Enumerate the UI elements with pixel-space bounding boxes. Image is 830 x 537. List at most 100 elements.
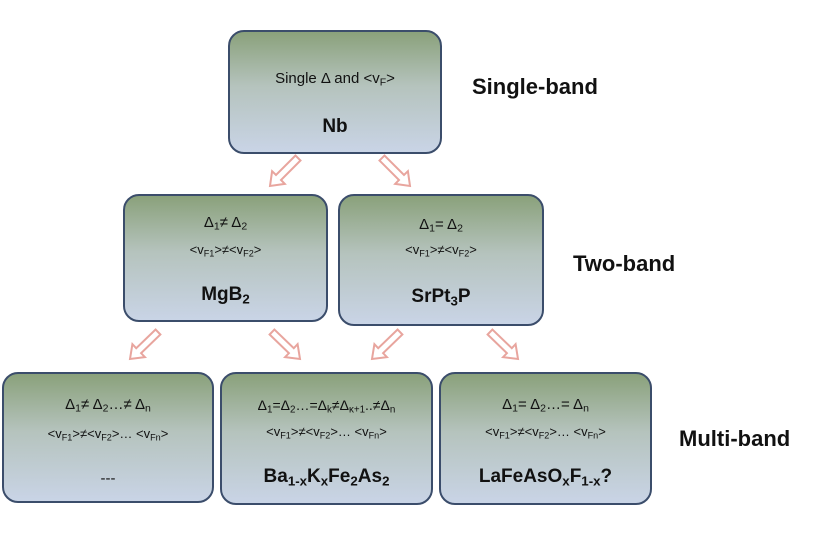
formula-text: …≠ Δ: [108, 396, 146, 413]
formula-text: >: [598, 424, 606, 439]
nb-gap-line: Single Δ and <vF>: [230, 70, 440, 89]
nb-gap-text-end: >: [386, 70, 395, 87]
formula-text: = Δ: [434, 216, 458, 233]
formula-text: >≠<v: [72, 426, 102, 441]
lafeaso-gap-line: Δ1= Δ2…= Δn: [441, 396, 650, 415]
formula-subscript: 3: [450, 293, 458, 309]
formula-subscript: n: [145, 402, 151, 415]
formula-subscript: 2: [457, 222, 463, 235]
formula-text: >: [379, 424, 387, 439]
formula-subscript: F1: [499, 430, 510, 441]
formula-subscript: F1: [61, 432, 73, 443]
formula-subscript: 2: [540, 402, 546, 415]
formula-text: MgB: [201, 284, 243, 305]
nb-gap-text: Single Δ and <v: [275, 70, 380, 87]
multi1-velocity-line: <vF1>≠<vF2>… <vFn>: [4, 426, 212, 443]
formula-text: …= Δ: [545, 396, 584, 413]
formula-text: ≠ Δ: [219, 214, 242, 231]
node-nb: Single Δ and <vF> Nb: [228, 30, 442, 154]
formula-text: ?: [600, 466, 613, 487]
formula-text: Δ: [419, 216, 430, 233]
arrow-nb-to-mgb2: [268, 154, 302, 188]
formula-text: ≠ Δ: [81, 396, 103, 413]
formula-subscript: 2: [241, 220, 248, 233]
formula-subscript: 1-x: [581, 473, 601, 489]
formula-subscript: n: [389, 404, 396, 416]
formula-text: ..≠Δ: [365, 397, 390, 413]
formula-subscript: 2: [382, 473, 390, 489]
formula-subscript: x: [320, 473, 329, 489]
formula-subscript: 1: [213, 220, 220, 233]
node-ba122: Δ1=Δ2…=Δk≠Δκ+1..≠Δn <vF1>≠<vF2>… <vFn> B…: [220, 372, 433, 505]
node-lafeaso: Δ1= Δ2…= Δn <vF1>≠<vF2>… <vFn> LaFeAsOxF…: [439, 372, 652, 505]
formula-subscript: Fn: [150, 432, 161, 443]
formula-text: >… <v: [111, 426, 151, 441]
formula-subscript: 1: [267, 404, 273, 416]
srpt3p-gap-line: Δ1= Δ2: [340, 216, 542, 235]
node-multi-unknown: Δ1≠ Δ2…≠ Δn <vF1>≠<vF2>… <vFn> ---: [2, 372, 214, 503]
formula-subscript: 1: [512, 402, 518, 415]
formula-text: As: [357, 466, 383, 487]
formula-text: >≠<v: [429, 242, 459, 257]
level-label-multi-band: Multi-band: [679, 426, 791, 451]
formula-text: Δ: [257, 397, 268, 413]
formula-subscript: 2: [350, 473, 358, 489]
formula-subscript: F2: [538, 430, 550, 441]
srpt3p-velocity-line: <vF1>≠<vF2>: [340, 242, 542, 259]
formula-subscript: F1: [280, 430, 291, 441]
formula-subscript: 1: [75, 402, 81, 415]
formula-text: Δ: [203, 214, 214, 231]
formula-subscript: F2: [101, 432, 112, 443]
formula-text: P: [457, 286, 471, 307]
formula-text: Ba: [263, 466, 288, 487]
level-label-single-band: Single-band: [472, 74, 598, 99]
formula-text: =Δ: [272, 397, 291, 413]
nb-material: Nb: [322, 116, 348, 137]
lafeaso-velocity-line: <vF1>≠<vF2>… <vFn>: [441, 424, 650, 441]
nb-gap-sub: F: [379, 76, 387, 89]
arrow-srpt3p-to-ba122: [370, 328, 404, 361]
arrow-mgb2-to-ba122: [268, 328, 302, 361]
formula-subscript: F1: [203, 248, 215, 259]
node-srpt3p: Δ1= Δ2 <vF1>≠<vF2> SrPt3P: [338, 194, 544, 326]
arrow-nb-to-srpt3p: [378, 154, 412, 188]
formula-subscript: 1: [429, 222, 435, 235]
formula-subscript: F2: [243, 248, 254, 259]
mgb2-gap-line: Δ1≠ Δ2: [125, 214, 326, 233]
formula-subscript: F2: [319, 430, 331, 441]
mgb2-material: MgB2: [125, 284, 326, 306]
formula-text: ≠Δ: [331, 397, 349, 413]
formula-text: <v: [405, 242, 420, 257]
formula-text: = Δ: [517, 396, 541, 413]
formula-subscript: F2: [458, 248, 470, 259]
formula-text: SrPt: [411, 286, 451, 307]
formula-subscript: 1-x: [287, 473, 308, 489]
srpt3p-material: SrPt3P: [340, 286, 542, 308]
formula-text: …=Δ: [295, 397, 327, 413]
formula-subscript: κ+1: [348, 404, 366, 416]
formula-text: <v: [485, 424, 500, 439]
formula-subscript: n: [583, 402, 589, 415]
lafeaso-material: LaFeAsOxF1-x?: [441, 466, 650, 488]
multi1-gap-line: Δ1≠ Δ2…≠ Δn: [4, 396, 212, 415]
formula-text: >… <v: [549, 424, 588, 439]
formula-text: >: [160, 426, 169, 441]
formula-text: F: [569, 466, 582, 487]
formula-subscript: 2: [242, 291, 250, 307]
formula-text: <v: [266, 424, 281, 439]
formula-text: >≠<v: [290, 424, 320, 439]
formula-subscript: 2: [102, 402, 109, 415]
formula-subscript: k: [327, 404, 332, 416]
level-label-two-band: Two-band: [573, 251, 676, 276]
formula-subscript: x: [562, 473, 570, 489]
formula-text: <v: [189, 242, 204, 257]
mgb2-velocity-line: <vF1>≠<vF2>: [125, 242, 326, 259]
formula-text: >: [469, 242, 477, 257]
formula-text: >: [253, 242, 262, 257]
multi1-material: ---: [100, 470, 116, 487]
formula-text: K: [307, 466, 321, 487]
formula-subscript: F1: [419, 248, 430, 259]
node-mgb2: Δ1≠ Δ2 <vF1>≠<vF2> MgB2: [123, 194, 328, 322]
formula-text: Fe: [328, 466, 351, 487]
